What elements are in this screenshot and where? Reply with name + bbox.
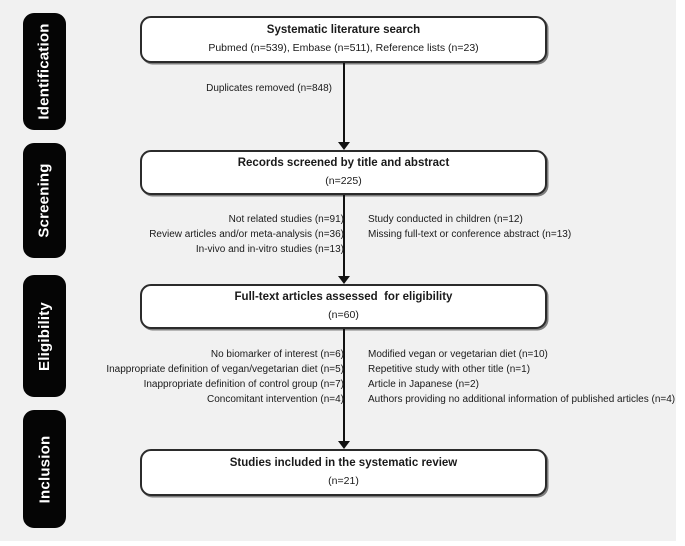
box-records-screened-title: Records screened by title and abstract	[237, 157, 450, 170]
exclusions-eligibility-left-column: No biomarker of interest (n=6) Inappropr…	[61, 347, 356, 407]
stage-label-eligibility-text: Eligibility	[36, 301, 53, 371]
arrow-head-to-studies-included	[338, 441, 350, 449]
exclusion-item: Missing full-text or conference abstract…	[368, 229, 572, 240]
right-margin	[676, 0, 685, 546]
box-full-text-assessed-subtitle: (n=60)	[328, 309, 359, 322]
exclusions-eligibility-right-column: Modified vegan or vegetarian diet (n=10)…	[356, 347, 685, 407]
box-records-screened: Records screened by title and abstract (…	[140, 150, 547, 195]
exclusion-item: Inappropriate definition of vegan/vegeta…	[106, 364, 344, 375]
exclusions-screening-right-column: Study conducted in children (n=12) Missi…	[356, 212, 685, 257]
exclusion-item: Repetitive study with other title (n=1)	[368, 364, 531, 375]
stage-label-identification-text: Identification	[36, 23, 54, 120]
bottom-margin	[0, 541, 685, 546]
stage-label-screening: Screening	[23, 143, 66, 258]
arrow-head-to-full-text-assessed	[338, 276, 350, 284]
box-full-text-assessed: Full-text articles assessed for eligibil…	[140, 284, 547, 329]
box-records-screened-subtitle: (n=225)	[325, 175, 362, 188]
stage-label-identification: Identification	[23, 13, 66, 130]
box-systematic-literature-search-title: Systematic literature search	[266, 24, 421, 37]
exclusion-item: Modified vegan or vegetarian diet (n=10)	[368, 349, 548, 360]
box-studies-included-title: Studies included in the systematic revie…	[229, 457, 458, 470]
connector-identification-to-screening	[343, 63, 345, 143]
exclusions-eligibility: No biomarker of interest (n=6) Inappropr…	[61, 347, 685, 407]
exclusions-screening-left-column: Not related studies (n=91) Review articl…	[61, 212, 356, 257]
box-studies-included: Studies included in the systematic revie…	[140, 449, 547, 496]
exclusion-item: Not related studies (n=91)	[228, 214, 344, 225]
exclusion-item: Authors providing no additional informat…	[368, 394, 676, 405]
stage-label-screening-text: Screening	[36, 163, 54, 238]
connector-screening-to-eligibility	[343, 195, 345, 277]
box-full-text-assessed-title: Full-text articles assessed for eligibil…	[234, 291, 453, 304]
box-systematic-literature-search-subtitle: Pubmed (n=539), Embase (n=511), Referenc…	[208, 42, 479, 55]
note-duplicates-removed: Duplicates removed (n=848)	[206, 83, 332, 94]
exclusion-item: No biomarker of interest (n=6)	[210, 349, 344, 360]
stage-label-inclusion-text: Inclusion	[36, 435, 54, 503]
exclusion-item: Review articles and/or meta-analysis (n=…	[149, 229, 344, 240]
stage-label-inclusion: Inclusion	[23, 410, 66, 528]
exclusion-item: Article in Japanese (n=2)	[368, 379, 479, 390]
box-systematic-literature-search: Systematic literature search Pubmed (n=5…	[140, 16, 547, 63]
exclusion-item: In-vivo and in-vitro studies (n=13)	[195, 244, 344, 255]
stage-label-eligibility: Eligibility	[23, 275, 66, 397]
exclusion-item: Inappropriate definition of control grou…	[143, 379, 344, 390]
exclusion-item: Study conducted in children (n=12)	[368, 214, 523, 225]
box-studies-included-subtitle: (n=21)	[328, 475, 359, 488]
connector-eligibility-to-inclusion	[343, 329, 345, 442]
exclusion-item: Concomitant intervention (n=4)	[206, 394, 344, 405]
arrow-head-to-records-screened	[338, 142, 350, 150]
exclusions-screening: Not related studies (n=91) Review articl…	[61, 212, 685, 257]
